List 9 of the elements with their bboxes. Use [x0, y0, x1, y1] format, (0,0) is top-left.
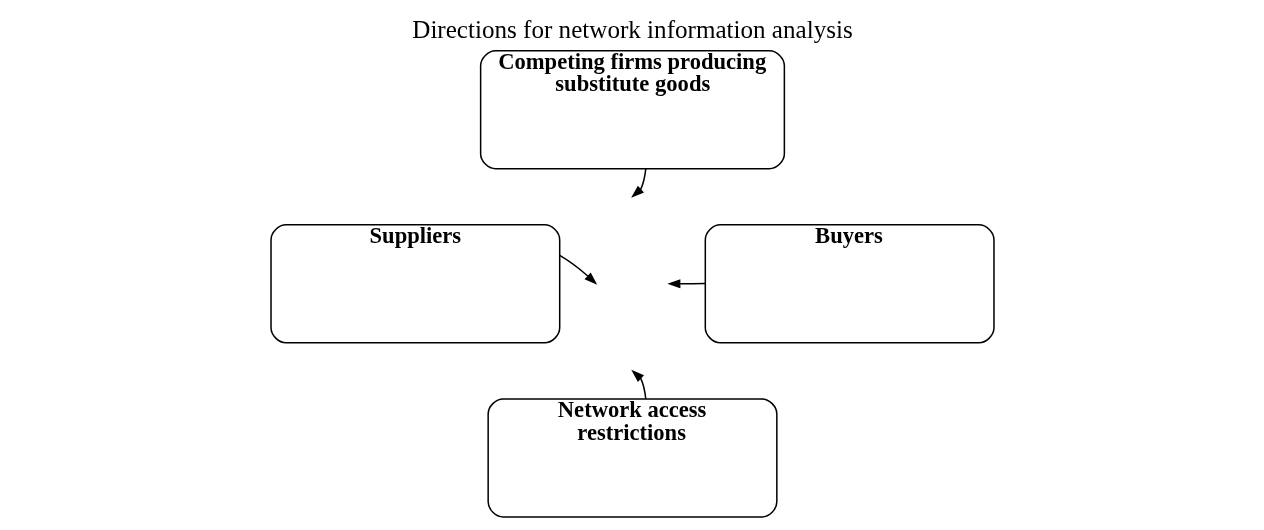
node-box: Network access restrictions — [486, 398, 778, 518]
arrow — [558, 254, 597, 285]
node-box: Suppliers — [269, 224, 560, 344]
arrow — [666, 279, 706, 289]
node-box: Buyers — [704, 224, 995, 344]
arrow — [630, 369, 647, 400]
diagram-title: Directions for network information analysis — [411, 16, 853, 44]
arrow — [630, 168, 647, 198]
node-box: Competing firms producing substitute goods — [479, 49, 785, 170]
